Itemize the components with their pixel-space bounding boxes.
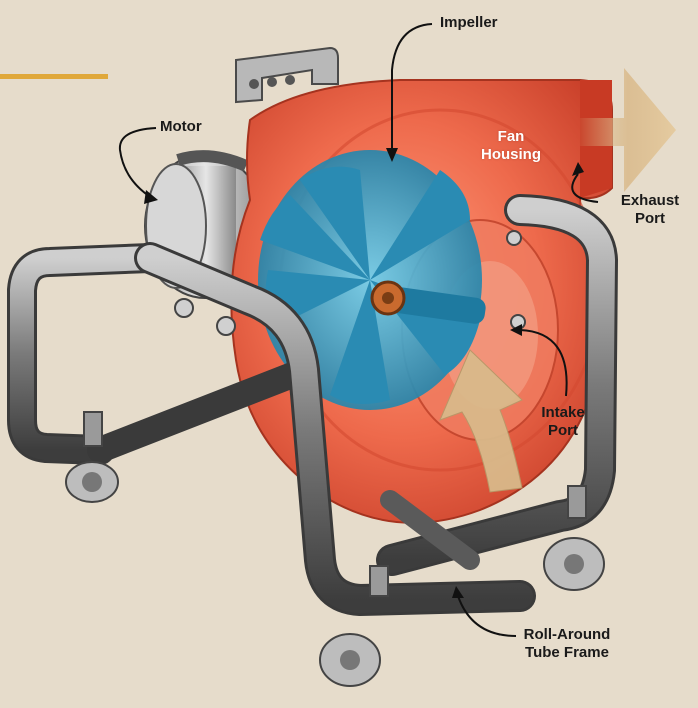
accent-rule [0, 74, 108, 79]
motor-label: Motor [160, 118, 202, 136]
exhaust-port-label: Exhaust Port [608, 192, 692, 228]
fan-housing-label: Fan Housing [466, 128, 556, 164]
motor-leader [120, 128, 156, 198]
intake-port-label: Intake Port [526, 404, 600, 440]
impeller-label: Impeller [440, 14, 498, 32]
frame-label: Roll-Around Tube Frame [502, 626, 632, 662]
